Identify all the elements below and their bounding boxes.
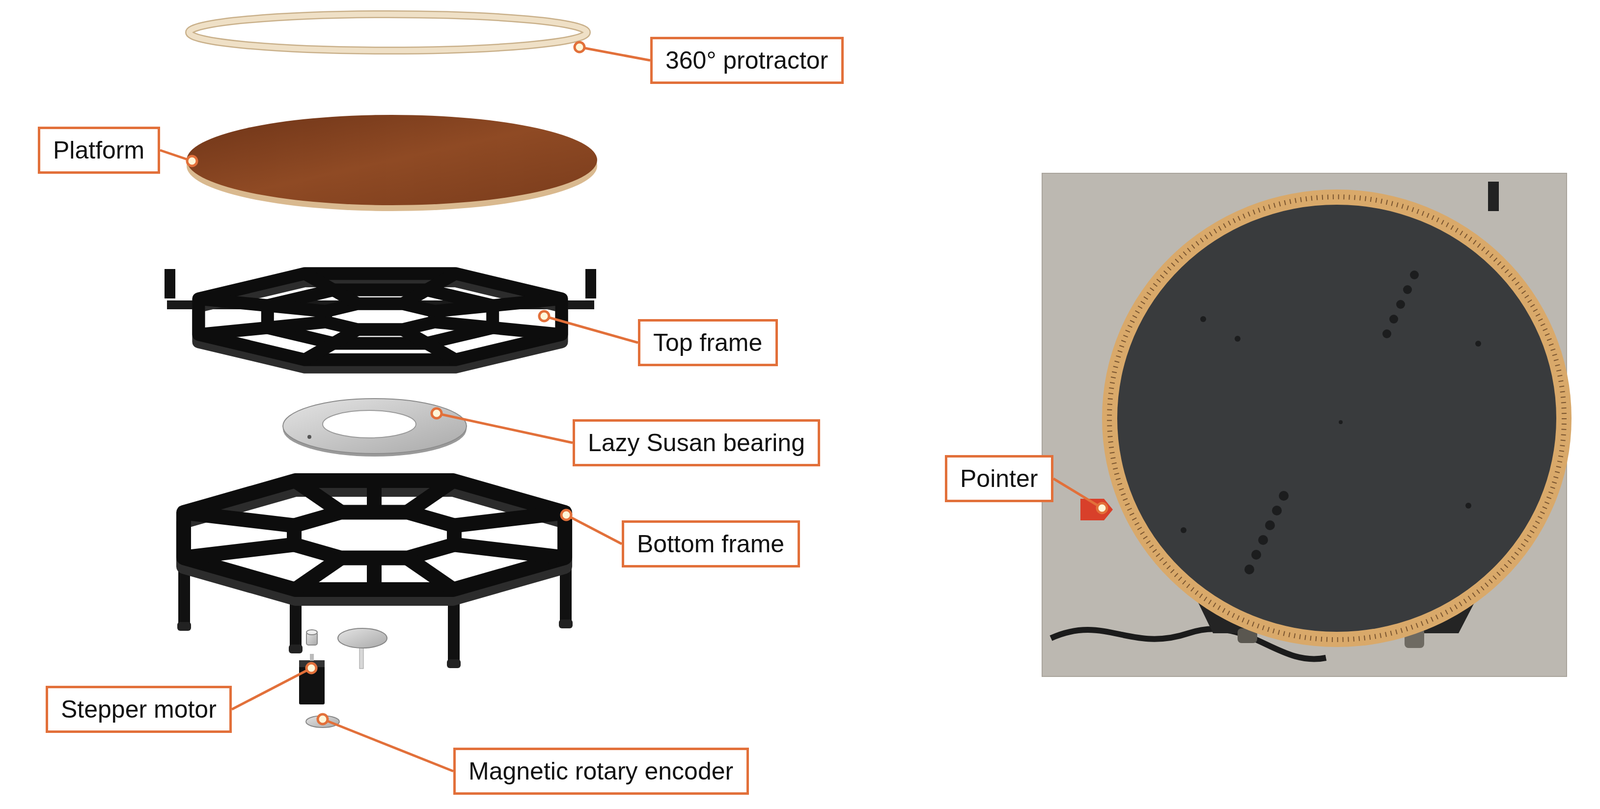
label-box: Stepper motor [45, 686, 232, 734]
label-box: Bottom frame [621, 520, 800, 568]
leader-line [436, 413, 573, 443]
top-frame [164, 269, 597, 368]
label-box: Lazy Susan bearing [572, 419, 821, 467]
label-box: Pointer [944, 455, 1054, 503]
label-box: Platform [37, 126, 161, 174]
leader-dot [574, 42, 585, 53]
leader-dot [431, 408, 442, 419]
leader-line [1053, 478, 1103, 509]
label-box: Top frame [637, 319, 778, 367]
part-label: Magnetic rotary encoder [468, 758, 734, 786]
bottom-frame [177, 480, 573, 669]
part-label: 360° protractor [665, 47, 828, 75]
part-label: Platform [53, 137, 145, 165]
part-label: Lazy Susan bearing [587, 429, 805, 457]
part-label: Bottom frame [636, 530, 785, 558]
leader-dot [539, 311, 550, 322]
part-label: Pointer [960, 465, 1038, 493]
leader-dot [187, 156, 197, 166]
leader-line [322, 719, 454, 772]
leader-dot [1097, 503, 1107, 514]
part-label: Stepper motor [60, 696, 217, 724]
leader-line [544, 316, 638, 343]
leader-dot [306, 663, 317, 674]
leader-dot [561, 510, 572, 521]
platform-disc [186, 114, 598, 212]
drive-parts [299, 628, 387, 728]
protractor-ring [189, 14, 587, 51]
turntable-photo [1042, 173, 1572, 677]
label-box: Magnetic rotary encoder [453, 747, 749, 796]
part-label: Top frame [653, 329, 763, 357]
lazy-susan-bearing [282, 398, 467, 457]
leader-line [566, 515, 622, 545]
leader-line [579, 47, 651, 61]
leader-line [231, 668, 312, 710]
leader-dot [317, 714, 328, 725]
label-box: 360° protractor [650, 36, 844, 84]
